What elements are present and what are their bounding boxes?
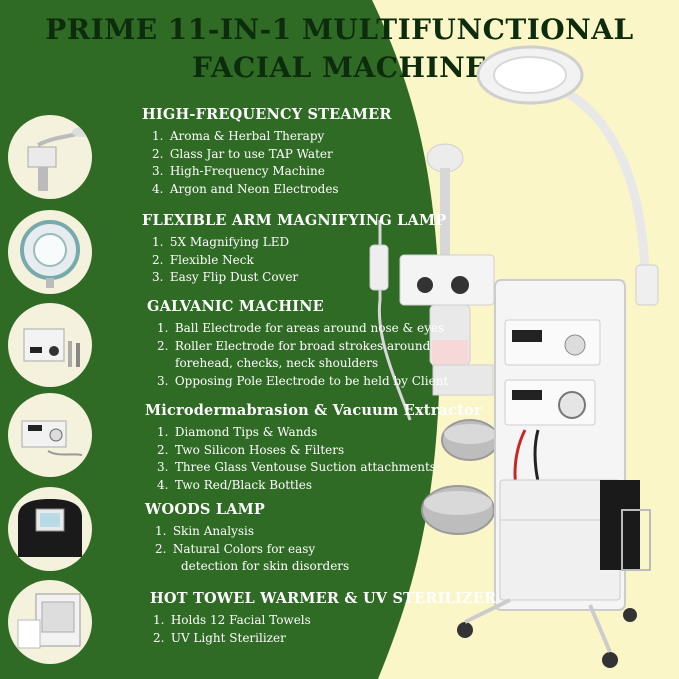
section-heading: FLEXIBLE ARM MAGNIFYING LAMP [142, 212, 447, 229]
list-item: 1. Aroma & Herbal Therapy [152, 129, 325, 143]
section-heading: HIGH-FREQUENCY STEAMER [142, 106, 392, 123]
page-title-line1: PRIME 11-IN-1 MULTIFUNCTIONAL [45, 13, 634, 46]
galvanic-machine-icon [8, 303, 92, 387]
section-hot-towel-warmer: HOT TOWEL WARMER & UV STERILIZER 1. Hold… [150, 590, 496, 647]
list-item: 2. Two Silicon Hoses & Filters [157, 442, 345, 457]
steamer-icon [8, 115, 92, 199]
list-item: forehead, checks, neck shoulders [175, 356, 379, 371]
list-item: 2. Roller Electrode for broad strokes ar… [157, 338, 431, 353]
list-item: detection for skin disorders [181, 559, 350, 574]
list-item: 4. Two Red/Black Bottles [157, 477, 312, 492]
facial-machine-illustration [369, 45, 659, 668]
list-item: 1. Skin Analysis [155, 524, 255, 538]
list-item: 2. Glass Jar to use TAP Water [152, 146, 333, 161]
section-heading: Microdermabrasion & Vacuum Extractor [145, 402, 482, 419]
list-item: 1. Ball Electrode for areas around nose … [157, 321, 445, 335]
list-item: 3. Opposing Pole Electrode to be held by… [157, 373, 449, 388]
section-heading: GALVANIC MACHINE [147, 298, 324, 315]
list-item: 1. Holds 12 Facial Towels [153, 613, 311, 627]
section-microdermabrasion: Microdermabrasion & Vacuum Extractor 1. … [145, 402, 482, 494]
woods-lamp-icon [8, 487, 92, 571]
towel-warmer-icon [8, 580, 92, 664]
section-high-frequency-steamer: HIGH-FREQUENCY STEAMER 1. Aroma & Herbal… [142, 106, 392, 198]
list-item: 3. Three Glass Ventouse Suction attachme… [157, 460, 436, 475]
section-woods-lamp: WOODS LAMP 1. Skin Analysis 2. Natural C… [145, 501, 349, 576]
section-heading: HOT TOWEL WARMER & UV STERILIZER [150, 590, 497, 607]
section-galvanic-machine: GALVANIC MACHINE 1. Ball Electrode for a… [147, 298, 448, 390]
list-item: 3. Easy Flip Dust Cover [152, 270, 299, 285]
list-item: 1. Diamond Tips & Wands [157, 425, 318, 439]
page-title-line2: FACIAL MACHINE [192, 51, 487, 84]
list-item: 2. Natural Colors for easy [155, 541, 316, 556]
list-item: 1. 5X Magnifying LED [152, 235, 290, 249]
list-item: 4. Argon and Neon Electrodes [152, 181, 339, 196]
section-flexible-arm-magnifying-lamp: FLEXIBLE ARM MAGNIFYING LAMP 1. 5X Magni… [142, 212, 446, 287]
list-item: 3. High-Frequency Machine [152, 164, 325, 179]
list-item: 2. Flexible Neck [152, 252, 254, 267]
microdermabrasion-icon [8, 393, 92, 477]
section-heading: WOODS LAMP [145, 501, 266, 518]
list-item: 2. UV Light Sterilizer [153, 630, 286, 645]
magnifying-lamp-icon [8, 210, 92, 294]
